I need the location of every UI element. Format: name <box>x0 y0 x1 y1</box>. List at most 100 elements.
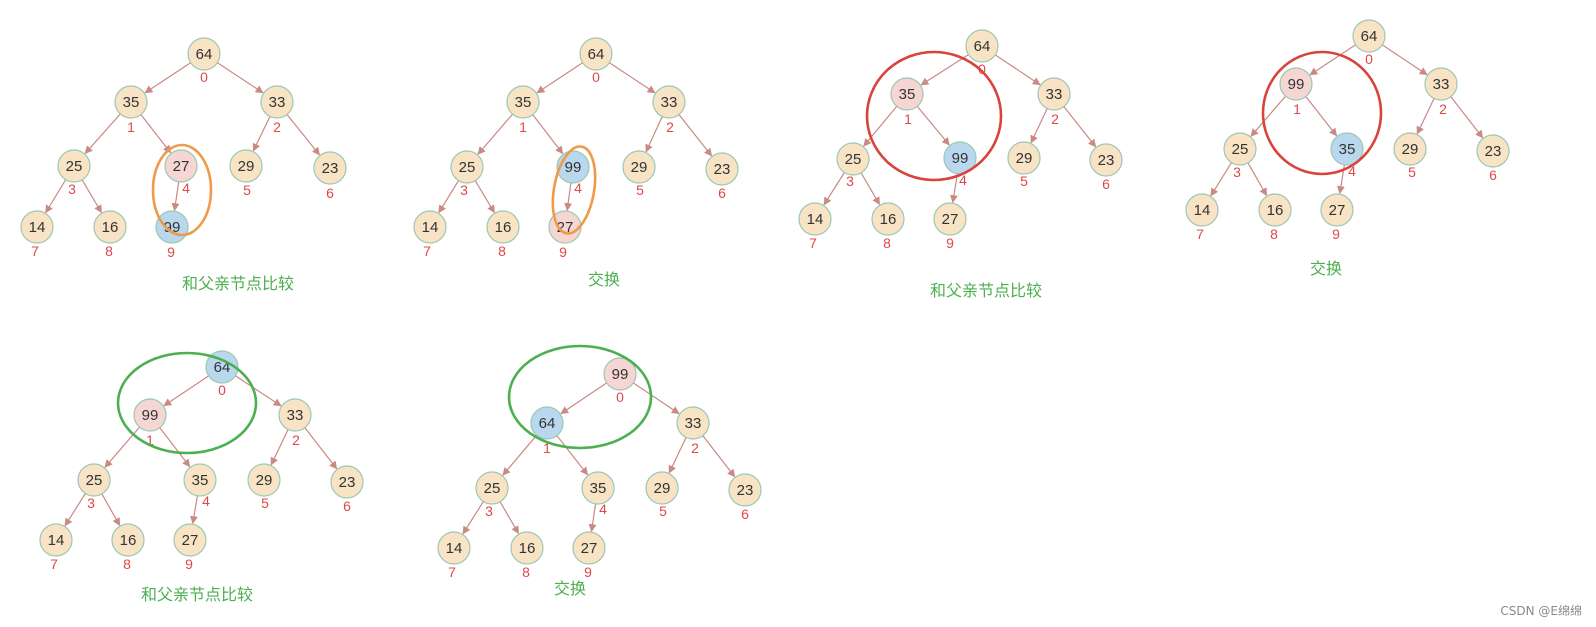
heap-node-circle <box>572 531 606 565</box>
tree-edge <box>1247 162 1268 197</box>
heap-node-circle <box>871 202 905 236</box>
tree-edge <box>702 435 736 478</box>
node-index-label: 2 <box>666 119 674 135</box>
node-index-label: 5 <box>659 503 667 519</box>
node-index-label: 5 <box>1020 173 1028 189</box>
heap-node-value: 27 <box>942 211 959 228</box>
node-index-label: 4 <box>959 172 967 188</box>
tree-edge <box>64 493 86 527</box>
tree-edge <box>564 182 573 212</box>
heap-node: 29 <box>247 463 281 497</box>
node-index-label: 4 <box>1348 163 1356 179</box>
heap-node: 35 <box>183 463 217 497</box>
tree-edge <box>81 179 102 214</box>
heap-node: 35 <box>506 85 540 119</box>
node-index-label: 8 <box>123 556 131 572</box>
heap-node: 14 <box>413 210 447 244</box>
node-index-label: 0 <box>592 69 600 85</box>
node-index-label: 0 <box>218 382 226 398</box>
tree-edge <box>499 501 519 535</box>
heap-node-value: 29 <box>631 159 648 176</box>
heap-node: 16 <box>111 523 145 557</box>
heap-node-circle <box>437 531 471 565</box>
tree-edge <box>171 181 180 212</box>
heap-node: 99 <box>603 357 637 391</box>
heap-node-circle <box>645 471 679 505</box>
heap-node-value: 16 <box>880 211 897 228</box>
heap-node: 64 <box>187 37 221 71</box>
heap-node: 23 <box>728 473 762 507</box>
heap-node-value: 14 <box>422 219 439 236</box>
tree-edge <box>1450 96 1484 139</box>
tree-edge <box>252 116 271 152</box>
tree-edge <box>532 114 564 155</box>
heap-node: 64 <box>965 29 999 63</box>
node-index-label: 1 <box>519 119 527 135</box>
heap-node-circle <box>57 149 91 183</box>
node-index-label: 5 <box>243 182 251 198</box>
node-index-label: 7 <box>448 564 456 580</box>
heap-node-circle <box>1279 67 1313 101</box>
heap-node-value: 23 <box>714 161 731 178</box>
node-index-label: 0 <box>978 61 986 77</box>
step-caption: 和父亲节点比较 <box>930 281 1042 300</box>
heap-node-value: 35 <box>192 472 209 489</box>
heap-node: 64 <box>1352 19 1386 53</box>
node-index-label: 1 <box>127 119 135 135</box>
tree-edge <box>144 62 191 94</box>
tree-edge <box>1381 44 1428 76</box>
heap-node-value: 99 <box>142 407 159 424</box>
heap-node-value: 16 <box>1267 202 1284 219</box>
heap-node-circle <box>1223 132 1257 166</box>
heap-node: 14 <box>39 523 73 557</box>
heap-node-circle <box>164 149 198 183</box>
heap-node-circle <box>183 463 217 497</box>
tree-edge <box>1416 98 1435 135</box>
tree-edge <box>1309 44 1356 76</box>
heap-node-value: 14 <box>48 532 65 549</box>
heap-node: 14 <box>437 531 471 565</box>
highlight-ring <box>507 344 653 450</box>
tree-edge <box>556 435 589 476</box>
heap-node: 99 <box>943 141 977 175</box>
heap-node: 23 <box>313 151 347 185</box>
heap-node: 25 <box>450 150 484 184</box>
heap-node: 33 <box>1424 67 1458 101</box>
tree-edge <box>678 114 713 157</box>
heap-node-circle <box>229 149 263 183</box>
heap-node-value: 27 <box>1329 202 1346 219</box>
node-index-label: 1 <box>904 111 912 127</box>
node-index-label: 8 <box>883 235 891 251</box>
tree-edge <box>45 179 67 214</box>
highlight-ring <box>1261 50 1383 176</box>
heap-node: 16 <box>486 210 520 244</box>
heap-node-value: 33 <box>1046 86 1063 103</box>
heap-node-value: 25 <box>86 472 103 489</box>
heap-node-value: 99 <box>612 366 629 383</box>
tree-edge <box>536 62 583 94</box>
heap-node-value: 25 <box>484 480 501 497</box>
heap-node-value: 25 <box>845 151 862 168</box>
heap-node-circle <box>260 85 294 119</box>
tree-edge <box>560 382 608 415</box>
heap-node: 14 <box>1185 193 1219 227</box>
node-index-label: 9 <box>584 564 592 580</box>
tree-edge <box>190 495 198 525</box>
heap-node-circle <box>705 152 739 186</box>
heap-node-value: 33 <box>269 94 286 111</box>
watermark: CSDN @E绵绵 <box>1500 604 1582 618</box>
heap-node: 16 <box>510 531 544 565</box>
heap-node: 35 <box>1330 132 1364 166</box>
node-index-label: 4 <box>202 493 210 509</box>
node-index-label: 9 <box>1332 226 1340 242</box>
heap-node-circle <box>676 406 710 440</box>
heap-node-value: 29 <box>1016 150 1033 167</box>
heap-node-value: 64 <box>539 415 556 432</box>
heap-node-value: 27 <box>182 532 199 549</box>
heap-node: 99 <box>1279 67 1313 101</box>
node-index-label: 4 <box>599 501 607 517</box>
tree-edge <box>949 173 958 204</box>
heap-node-circle <box>187 37 221 71</box>
